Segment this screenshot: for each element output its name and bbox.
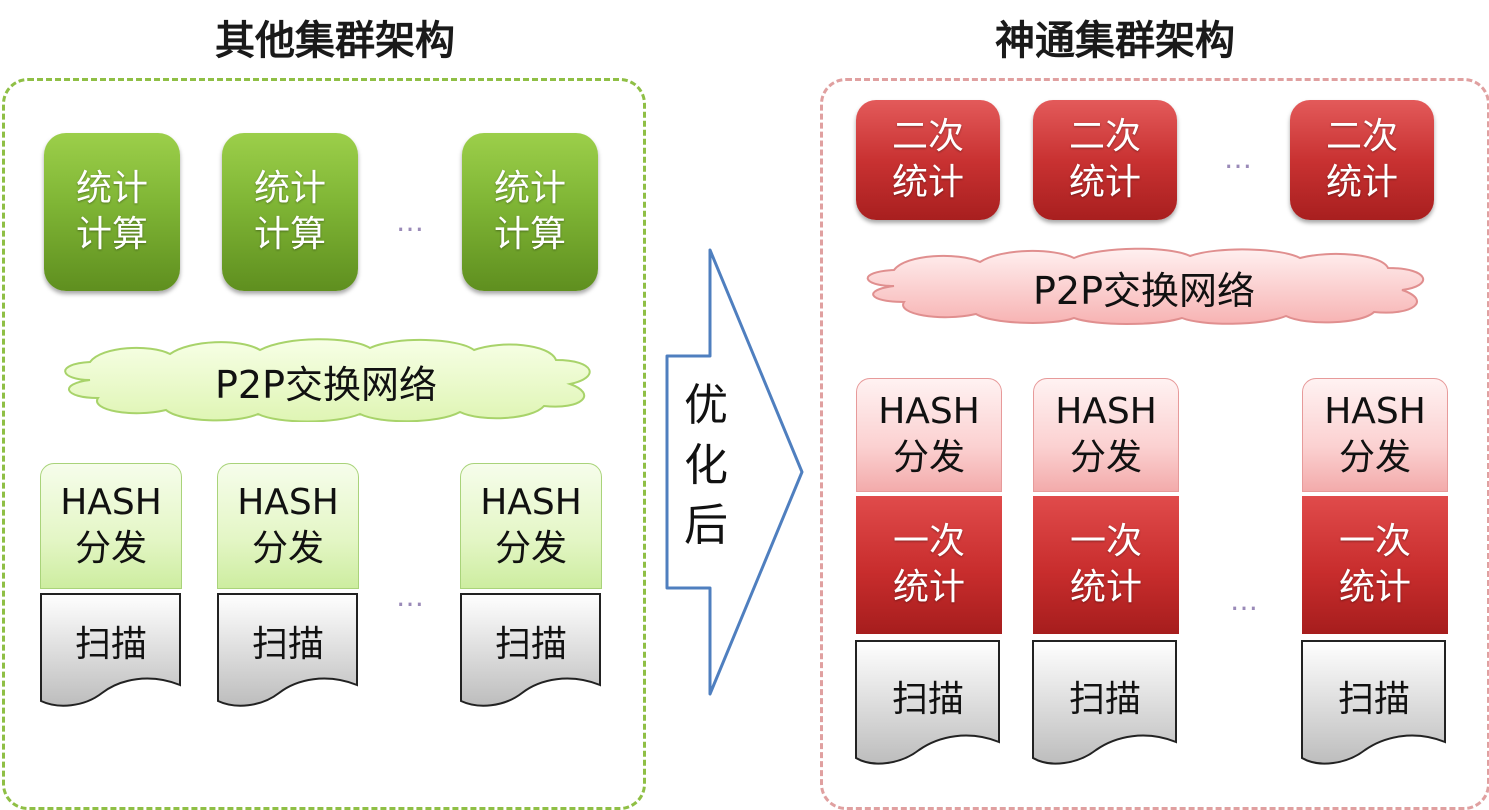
network-label: P2P交换网络 xyxy=(1032,269,1255,313)
scan-label: 扫描 xyxy=(1068,679,1141,720)
network-label: P2P交换网络 xyxy=(214,363,437,407)
left-architecture-panel xyxy=(2,78,646,810)
cloud-shape xyxy=(866,247,1424,325)
right-panel-title: 神通集群架构 xyxy=(995,18,1235,64)
scan-document: 扫描 xyxy=(40,593,182,713)
cloud-shape xyxy=(64,338,591,423)
scan-document: 扫描 xyxy=(460,593,602,713)
document-shape xyxy=(1032,640,1177,765)
p2p-network-cloud: P2P交换网络 xyxy=(852,246,1436,326)
ellipsis: … xyxy=(1224,142,1252,175)
second-stat-box: 二次 统计 xyxy=(1290,100,1434,220)
scan-label: 扫描 xyxy=(494,624,567,665)
hash-distribute-box: HASH 分发 xyxy=(1033,378,1179,492)
document-shape xyxy=(855,640,1000,765)
right-arrow-icon xyxy=(665,248,804,696)
ellipsis: … xyxy=(396,205,424,238)
ellipsis: … xyxy=(1230,584,1258,617)
right-architecture-panel xyxy=(820,78,1489,810)
left-panel-title: 其他集群架构 xyxy=(215,18,455,64)
second-stat-box: 二次 统计 xyxy=(856,100,1000,220)
first-stat-box: 一次 统计 xyxy=(1302,496,1448,634)
hash-distribute-box: HASH 分发 xyxy=(1302,378,1448,492)
hash-distribute-box: HASH 分发 xyxy=(40,463,182,589)
first-stat-box: 一次 统计 xyxy=(856,496,1002,634)
hash-distribute-box: HASH 分发 xyxy=(856,378,1002,492)
hash-distribute-box: HASH 分发 xyxy=(460,463,602,589)
document-shape xyxy=(217,593,358,707)
optimize-arrow: 优 化 后 xyxy=(664,246,806,698)
arrow-label: 优 化 后 xyxy=(684,380,728,551)
second-stat-box: 二次 统计 xyxy=(1033,100,1177,220)
compute-box: 统计 计算 xyxy=(44,133,180,291)
first-stat-box: 一次 统计 xyxy=(1033,496,1179,634)
ellipsis: … xyxy=(396,580,424,613)
p2p-network-cloud: P2P交换网络 xyxy=(50,336,602,423)
compute-box: 统计 计算 xyxy=(222,133,358,291)
compute-box: 统计 计算 xyxy=(462,133,598,291)
scan-document: 扫描 xyxy=(855,640,1001,772)
scan-label: 扫描 xyxy=(251,624,324,665)
document-shape xyxy=(460,593,601,707)
scan-label: 扫描 xyxy=(891,679,964,720)
scan-label: 扫描 xyxy=(74,624,147,665)
scan-label: 扫描 xyxy=(1337,679,1410,720)
hash-distribute-box: HASH 分发 xyxy=(217,463,359,589)
document-shape xyxy=(1301,640,1446,765)
document-shape xyxy=(40,593,181,707)
scan-document: 扫描 xyxy=(1032,640,1178,772)
scan-document: 扫描 xyxy=(217,593,359,713)
scan-document: 扫描 xyxy=(1301,640,1447,772)
